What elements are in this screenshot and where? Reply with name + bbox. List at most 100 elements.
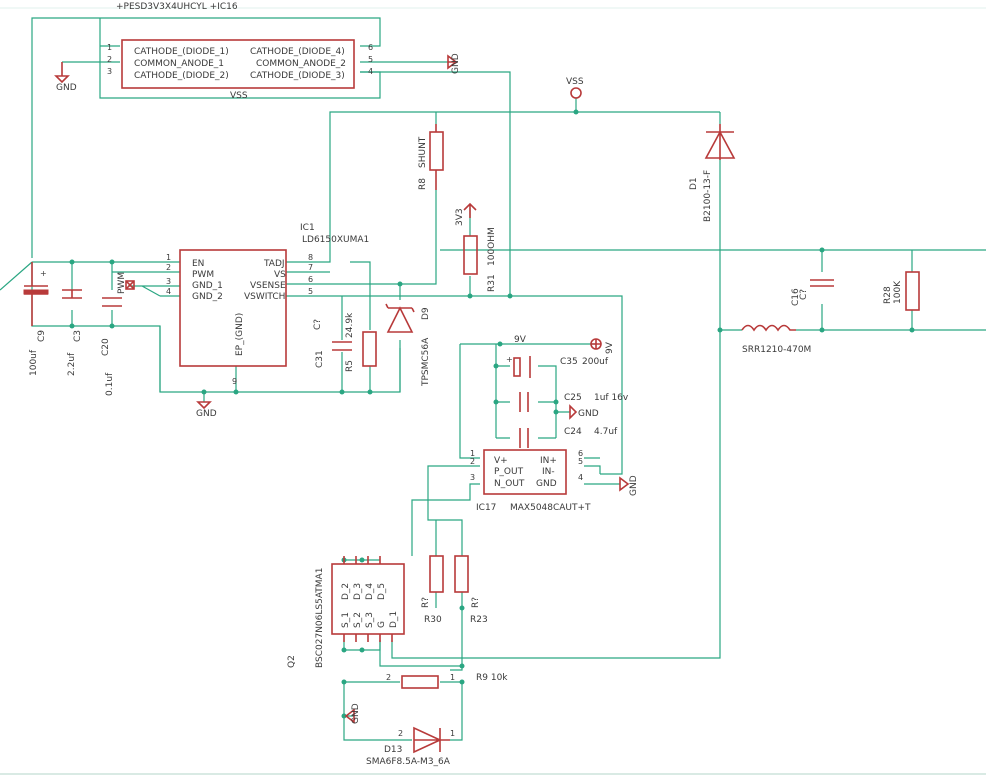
svg-text:R31: R31 [487,274,497,292]
svg-text:C20: C20 [101,338,111,356]
svg-text:4: 4 [368,67,373,76]
svg-text:6: 6 [578,449,583,458]
svg-text:C?: C? [799,289,809,300]
svg-text:+: + [506,355,513,364]
svg-text:0.1uf: 0.1uf [105,372,115,396]
gnd-symbol-left: GND [54,62,77,93]
svg-text:+: + [40,269,47,278]
svg-text:9: 9 [232,377,237,386]
svg-text:B2100-13-F: B2100-13-F [703,170,713,222]
svg-text:R9 10k: R9 10k [476,673,508,683]
svg-text:2: 2 [107,55,112,64]
svg-text:1: 1 [107,43,112,52]
svg-text:7: 7 [308,263,313,272]
svg-text:S_1: S_1 [341,612,351,628]
svg-text:24.9k: 24.9k [345,312,355,338]
c16-capacitor: C16 C? [791,279,834,306]
r5-resistor: R5 24.9k [345,312,377,372]
svg-text:100uf: 100uf [29,349,39,376]
svg-text:GND: GND [351,703,361,724]
vss-port: VSS [566,77,584,99]
svg-text:G: G [377,621,387,628]
wires [0,7,986,775]
svg-text:R?: R? [421,597,431,608]
svg-text:EP_(GND): EP_(GND) [235,313,245,356]
r8-shunt-resistor: R8 SHUNT [418,124,444,190]
svg-text:GND: GND [196,409,217,419]
svg-text:D9: D9 [421,307,431,320]
svg-text:C25: C25 [564,393,582,403]
svg-text:SHUNT: SHUNT [418,136,428,168]
svg-text:VSWITCH: VSWITCH [244,292,285,302]
svg-text:5: 5 [368,55,373,64]
r30-resistor: R? R30 [421,555,444,625]
gnd-symbol-ic17: GND [619,475,639,496]
c35-capacitor: + C35 200uf [506,355,609,378]
ic16-label: +PESD3V3X4UHCYL +IC16 [116,2,238,12]
svg-text:D13: D13 [384,745,402,755]
svg-text:100OHM: 100OHM [487,227,497,266]
svg-text:D1: D1 [689,177,699,190]
c20-capacitor: 0.1uf C20 [101,297,122,396]
svg-text:D_2: D_2 [341,583,351,600]
svg-text:R?: R? [471,597,481,608]
svg-text:PWM: PWM [192,270,214,280]
d1-schottky-diode: D1 B2100-13-F [689,124,736,222]
svg-text:GND: GND [56,83,77,93]
svg-text:C24: C24 [564,427,582,437]
svg-text:R30: R30 [424,615,442,625]
ic1-led-driver: IC1 LD6150XUMA1 EN PWM GND_1 GND_2 TADJ … [166,223,369,386]
svg-text:P_OUT: P_OUT [494,467,524,477]
r9-resistor: R9 10k 2 1 [386,673,508,689]
svg-text:D_5: D_5 [377,583,387,600]
c31-capacitor: C31 C? [313,319,352,368]
svg-text:R8: R8 [418,178,428,190]
ic1-name: IC1 [300,223,315,233]
svg-text:2.2uf: 2.2uf [67,352,77,376]
svg-text:3V3: 3V3 [455,208,465,226]
svg-text:3: 3 [107,67,112,76]
svg-text:3: 3 [166,277,171,286]
svg-text:IN+: IN+ [540,456,557,466]
svg-text:COMMON_ANODE_1: COMMON_ANODE_1 [134,59,224,69]
svg-text:VS: VS [274,270,286,280]
svg-text:Q2: Q2 [287,655,297,668]
svg-text:VSS: VSS [230,91,248,101]
svg-text:3: 3 [470,473,475,482]
gnd-symbol-bottom: GND [344,703,361,724]
svg-text:IN-: IN- [542,467,555,477]
svg-text:R23: R23 [470,615,488,625]
svg-text:N_OUT: N_OUT [494,479,525,489]
ic1-value: LD6150XUMA1 [302,235,369,245]
pwm-testpoint: PWM [117,272,135,294]
svg-text:8: 8 [308,253,313,262]
svg-text:COMMON_ANODE_2: COMMON_ANODE_2 [256,59,346,69]
ic16-esd-array: +PESD3V3X4UHCYL +IC16 CATHODE_(DIODE_1) … [107,2,373,101]
svg-text:1: 1 [166,253,171,262]
svg-text:CATHODE_(DIODE_1): CATHODE_(DIODE_1) [134,47,229,57]
svg-text:1: 1 [450,673,455,682]
svg-text:CATHODE_(DIODE_4): CATHODE_(DIODE_4) [250,47,345,57]
svg-text:C35: C35 [560,357,578,367]
q2-mosfet: Q2 BSC027N06LS5ATMA1 D_2 D_3 D_4 D_5 S_1… [287,556,405,668]
svg-text:R5: R5 [345,360,355,372]
svg-text:9V: 9V [605,341,615,354]
svg-text:C31: C31 [315,350,325,368]
inductor-l: SRR1210-470M [741,324,811,355]
d13-tvs-diode: D13 SMA6F8.5A-M3_6A 2 1 [366,726,455,767]
svg-text:2: 2 [166,263,171,272]
r31-resistor: 100OHM R31 [463,227,497,292]
c3-capacitor: 2.2uf C3 [62,289,83,376]
svg-text:TPSMC56A: TPSMC56A [421,337,431,387]
svg-text:4: 4 [166,287,171,296]
svg-text:GND: GND [451,53,461,74]
svg-text:GND: GND [536,479,557,489]
svg-text:D_3: D_3 [353,583,363,600]
c9-capacitor: + 100uf C9 [23,262,49,376]
svg-text:100K: 100K [893,280,903,304]
c24-capacitor: C24 4.7uf [519,427,618,448]
svg-text:D_1: D_1 [389,611,399,628]
svg-text:GND_2: GND_2 [192,292,223,302]
svg-text:S_3: S_3 [365,612,375,628]
